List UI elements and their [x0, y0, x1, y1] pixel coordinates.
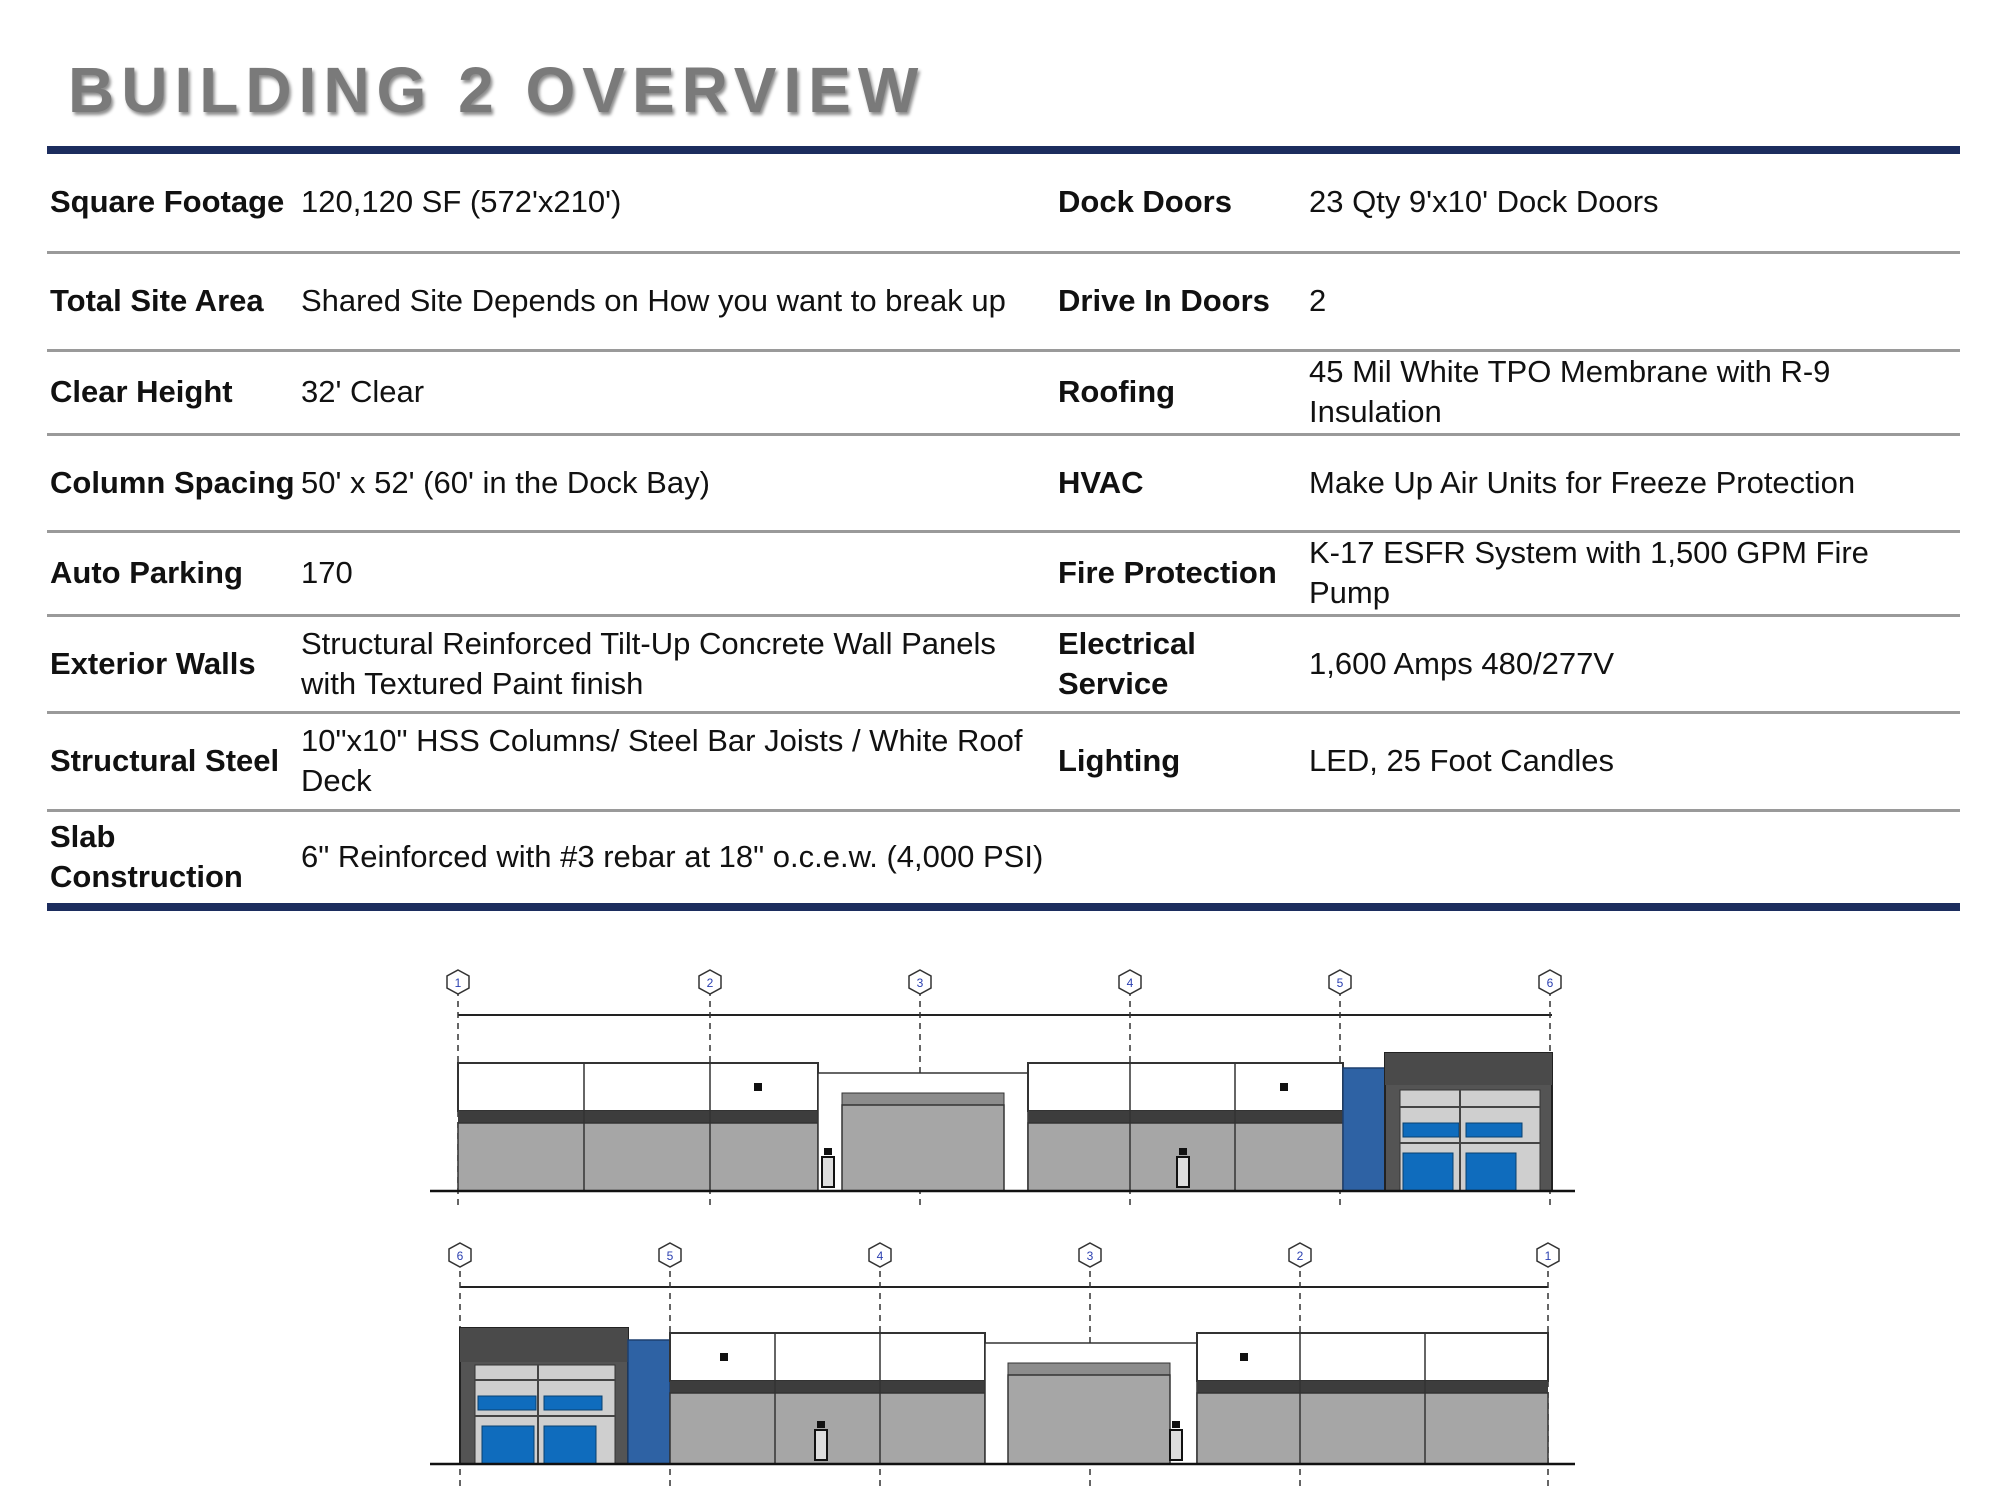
grid-bubbles: 6 5 4 3 2 1 [448, 1242, 1560, 1268]
grid-bubble-icon [868, 1242, 892, 1268]
man-door-icon [1169, 1429, 1183, 1461]
elevation-top: 1 2 3 4 5 6 [430, 969, 1575, 1210]
wall-panels-right [1196, 1332, 1549, 1465]
grid-label: 5 [1337, 976, 1344, 990]
spec-value: 10"x10" HSS Columns/ Steel Bar Joists / … [301, 723, 1023, 798]
spec-row: Clear Height 32' Clear Roofing 45 Mil Wh… [47, 350, 1960, 434]
grid-label: 3 [1087, 1249, 1094, 1263]
building-elevations-drawing: 1 2 3 4 5 6 [430, 969, 1575, 1490]
spec-label: Roofing [1058, 374, 1176, 409]
grid-label: 1 [1545, 1249, 1552, 1263]
spec-label: Auto Parking [50, 555, 243, 590]
spec-label: Exterior Walls [50, 645, 256, 681]
spec-label: Slab Construction [50, 819, 243, 895]
wall-panels-left [669, 1332, 986, 1465]
spec-value: 170 [301, 555, 353, 590]
spec-value: Shared Site Depends on How you want to b… [301, 283, 1006, 318]
grid-bubble-icon [698, 969, 722, 995]
spec-label: Column Spacing [50, 464, 295, 500]
spec-label: Fire Protection [1058, 555, 1277, 590]
recessed-dock-section [817, 1072, 1029, 1192]
spec-value [1306, 810, 1960, 903]
spec-table: Square Footage 120,120 SF (572'x210') Do… [47, 154, 1960, 903]
grid-label: 4 [1127, 976, 1134, 990]
spec-label: Drive In Doors [1058, 283, 1270, 318]
grid-bubbles: 1 2 3 4 5 6 [446, 969, 1562, 995]
spec-value: K-17 ESFR System with 1,500 GPM Fire Pum… [1309, 535, 1869, 610]
spec-value: Make Up Air Units for Freeze Protection [1309, 464, 1856, 500]
office-corner [1384, 1052, 1553, 1192]
spec-row: Exterior Walls Structural Reinforced Til… [47, 615, 1960, 712]
grid-label: 3 [917, 976, 924, 990]
man-door-icon [821, 1156, 835, 1188]
recessed-dock-section [984, 1342, 1198, 1465]
page-title: BUILDING 2 OVERVIEW [68, 54, 926, 126]
spec-row: Column Spacing 50' x 52' (60' in the Doc… [47, 434, 1960, 531]
grid-label: 2 [707, 976, 714, 990]
spec-row: Square Footage 120,120 SF (572'x210') Do… [47, 154, 1960, 252]
spec-label: Square Footage [50, 184, 285, 220]
elevation-bottom: 6 5 4 3 2 1 [430, 1242, 1575, 1490]
grid-bubble-icon [446, 969, 470, 995]
spec-row: Slab Construction 6" Reinforced with #3 … [47, 810, 1960, 903]
grid-bubble-icon [1328, 969, 1352, 995]
grid-bubble-icon [1118, 969, 1142, 995]
spec-value: 32' Clear [301, 374, 425, 409]
top-rule [47, 146, 1960, 154]
blue-accent-panel [1342, 1067, 1386, 1192]
grid-label: 4 [877, 1249, 884, 1263]
spec-label: Dock Doors [1058, 184, 1232, 220]
spec-label: HVAC [1058, 464, 1144, 500]
spec-value: 2 [1309, 283, 1327, 318]
spec-label: Electrical Service [1058, 625, 1196, 701]
grid-bubble-icon [1288, 1242, 1312, 1268]
spec-row: Structural Steel 10"x10" HSS Columns/ St… [47, 712, 1960, 810]
blue-accent-panel [627, 1339, 671, 1465]
spec-label: Clear Height [50, 374, 233, 409]
grid-bubble-icon [908, 969, 932, 995]
man-door-icon [814, 1429, 828, 1461]
spec-label [1055, 810, 1306, 903]
grid-bubble-icon [1078, 1242, 1102, 1268]
grid-label: 5 [667, 1249, 674, 1263]
spec-label: Structural Steel [50, 743, 280, 778]
spec-value: 6" Reinforced with #3 rebar at 18" o.c.e… [301, 839, 1044, 875]
spec-value: 23 Qty 9'x10' Dock Doors [1309, 184, 1659, 220]
grid-bubble-icon [658, 1242, 682, 1268]
wall-panels-middle [1027, 1062, 1344, 1192]
spec-value: Structural Reinforced Tilt-Up Concrete W… [301, 625, 996, 701]
spec-value: 120,120 SF (572'x210') [301, 184, 622, 220]
grid-label: 2 [1297, 1249, 1304, 1263]
spec-label: Lighting [1058, 743, 1181, 778]
man-door-icon [1176, 1156, 1190, 1188]
grid-label: 1 [455, 976, 462, 990]
spec-value: 50' x 52' (60' in the Dock Bay) [301, 464, 710, 500]
spec-value: 1,600 Amps 480/277V [1309, 645, 1615, 681]
grid-bubble-icon [1538, 969, 1562, 995]
spec-value: LED, 25 Foot Candles [1309, 743, 1615, 778]
grid-label: 6 [1547, 976, 1554, 990]
grid-bubble-icon [1536, 1242, 1560, 1268]
spec-value: 45 Mil White TPO Membrane with R-9 Insul… [1309, 354, 1831, 429]
grid-bubble-icon [448, 1242, 472, 1268]
spec-row: Total Site Area Shared Site Depends on H… [47, 252, 1960, 350]
wall-panels-left [457, 1062, 819, 1192]
spec-row: Auto Parking 170 Fire Protection K-17 ES… [47, 531, 1960, 615]
spec-label: Total Site Area [50, 283, 264, 318]
bottom-rule [47, 903, 1960, 911]
office-corner [459, 1327, 629, 1465]
grid-label: 6 [457, 1249, 464, 1263]
